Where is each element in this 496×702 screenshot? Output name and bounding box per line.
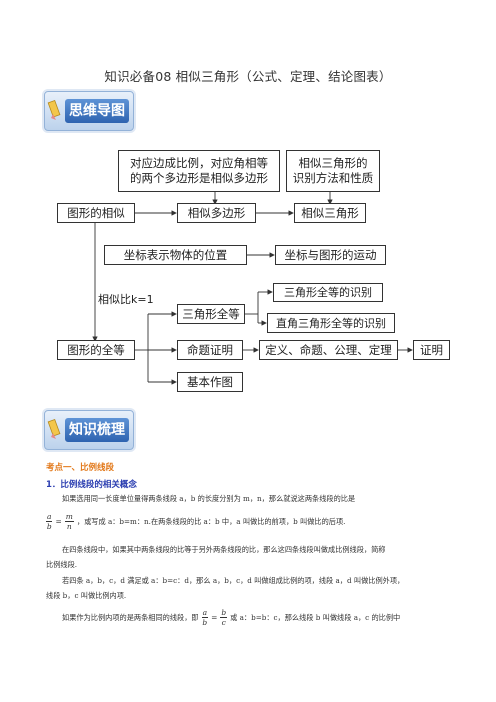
coord-position-box: 坐标表示物体的位置 [104, 245, 247, 265]
proposition-proof-box: 命题证明 [177, 340, 243, 360]
knowledge-banner-label: 知识梳理 [65, 418, 129, 442]
paragraph-5-text-b: 或 a：b=b：c，那么线段 b 叫做线段 a，c 的比例中 [230, 613, 401, 622]
knowledge-banner: 知识梳理 [44, 410, 134, 450]
definitions-box: 定义、命题、公理、定理 [259, 340, 398, 360]
coord-motion-box: 坐标与图形的运动 [275, 245, 386, 265]
similar-polygon-definition-box: 对应边成比例，对应角相等 的两个多边形是相似多边形 [118, 150, 280, 192]
similar-polygon-definition-line1: 对应边成比例，对应角相等 [130, 156, 268, 170]
figure-similar-box: 图形的相似 [57, 203, 135, 223]
paragraph-3b: 比例线段. [46, 560, 78, 569]
section-heading: 考点一、比例线段 [46, 463, 115, 473]
mindmap-connectors [92, 192, 413, 385]
paragraph-4b: 线段 b，c 叫做比例内项. [46, 591, 127, 600]
mindmap-banner-label: 思维导图 [65, 99, 129, 123]
figure-congruent-box: 图形的全等 [57, 340, 135, 360]
right-triangle-id-box: 直角三角形全等的识别 [267, 313, 395, 333]
similar-polygon-definition-line2: 的两个多边形是相似多边形 [130, 171, 268, 185]
similar-polygon-box: 相似多边形 [177, 203, 256, 223]
pencil-icon [47, 419, 61, 439]
basic-drawing-box: 基本作图 [177, 372, 243, 392]
paragraph-5-text-a: 如果作为比例内项的是两条相同的线段，即 [62, 613, 199, 622]
similar-triangle-methods-line1: 相似三角形的 [298, 156, 368, 170]
paragraph-4: 若四条 a，b，c，d 满足或 a：b=c：d，那么 a，b，c，d 叫做组成比… [62, 576, 405, 585]
subsection-heading: 1．比例线段的相关概念 [46, 480, 137, 490]
proof-box: 证明 [413, 340, 450, 360]
similar-triangle-methods-line2: 识别方法和性质 [292, 171, 374, 185]
triangle-congruent-id-box: 三角形全等的识别 [273, 283, 383, 302]
paragraph-3: 在四条线段中，如果其中两条线段的比等于另外两条线段的比，那么这四条线段叫做成比例… [62, 545, 386, 554]
paragraph-1: 如果选用同一长度单位量得两条线段 a，b 的长度分别为 m，n，那么就说这两条线… [62, 494, 356, 503]
paragraph-2-text: ，或写成 a：b=m：n.在两条线段的比 a：b 中，a 叫做比的前项，b 叫做… [76, 517, 346, 526]
similar-triangle-methods-box: 相似三角形的 识别方法和性质 [286, 150, 380, 192]
similar-triangle-box: 相似三角形 [294, 203, 366, 223]
mindmap-banner: 思维导图 [44, 91, 134, 131]
triangle-congruent-box: 三角形全等 [177, 304, 245, 324]
page-title: 知识必备08 相似三角形（公式、定理、结论图表） [104, 69, 392, 84]
pencil-icon [47, 100, 61, 120]
similarity-ratio-label: 相似比k=1 [98, 293, 154, 306]
